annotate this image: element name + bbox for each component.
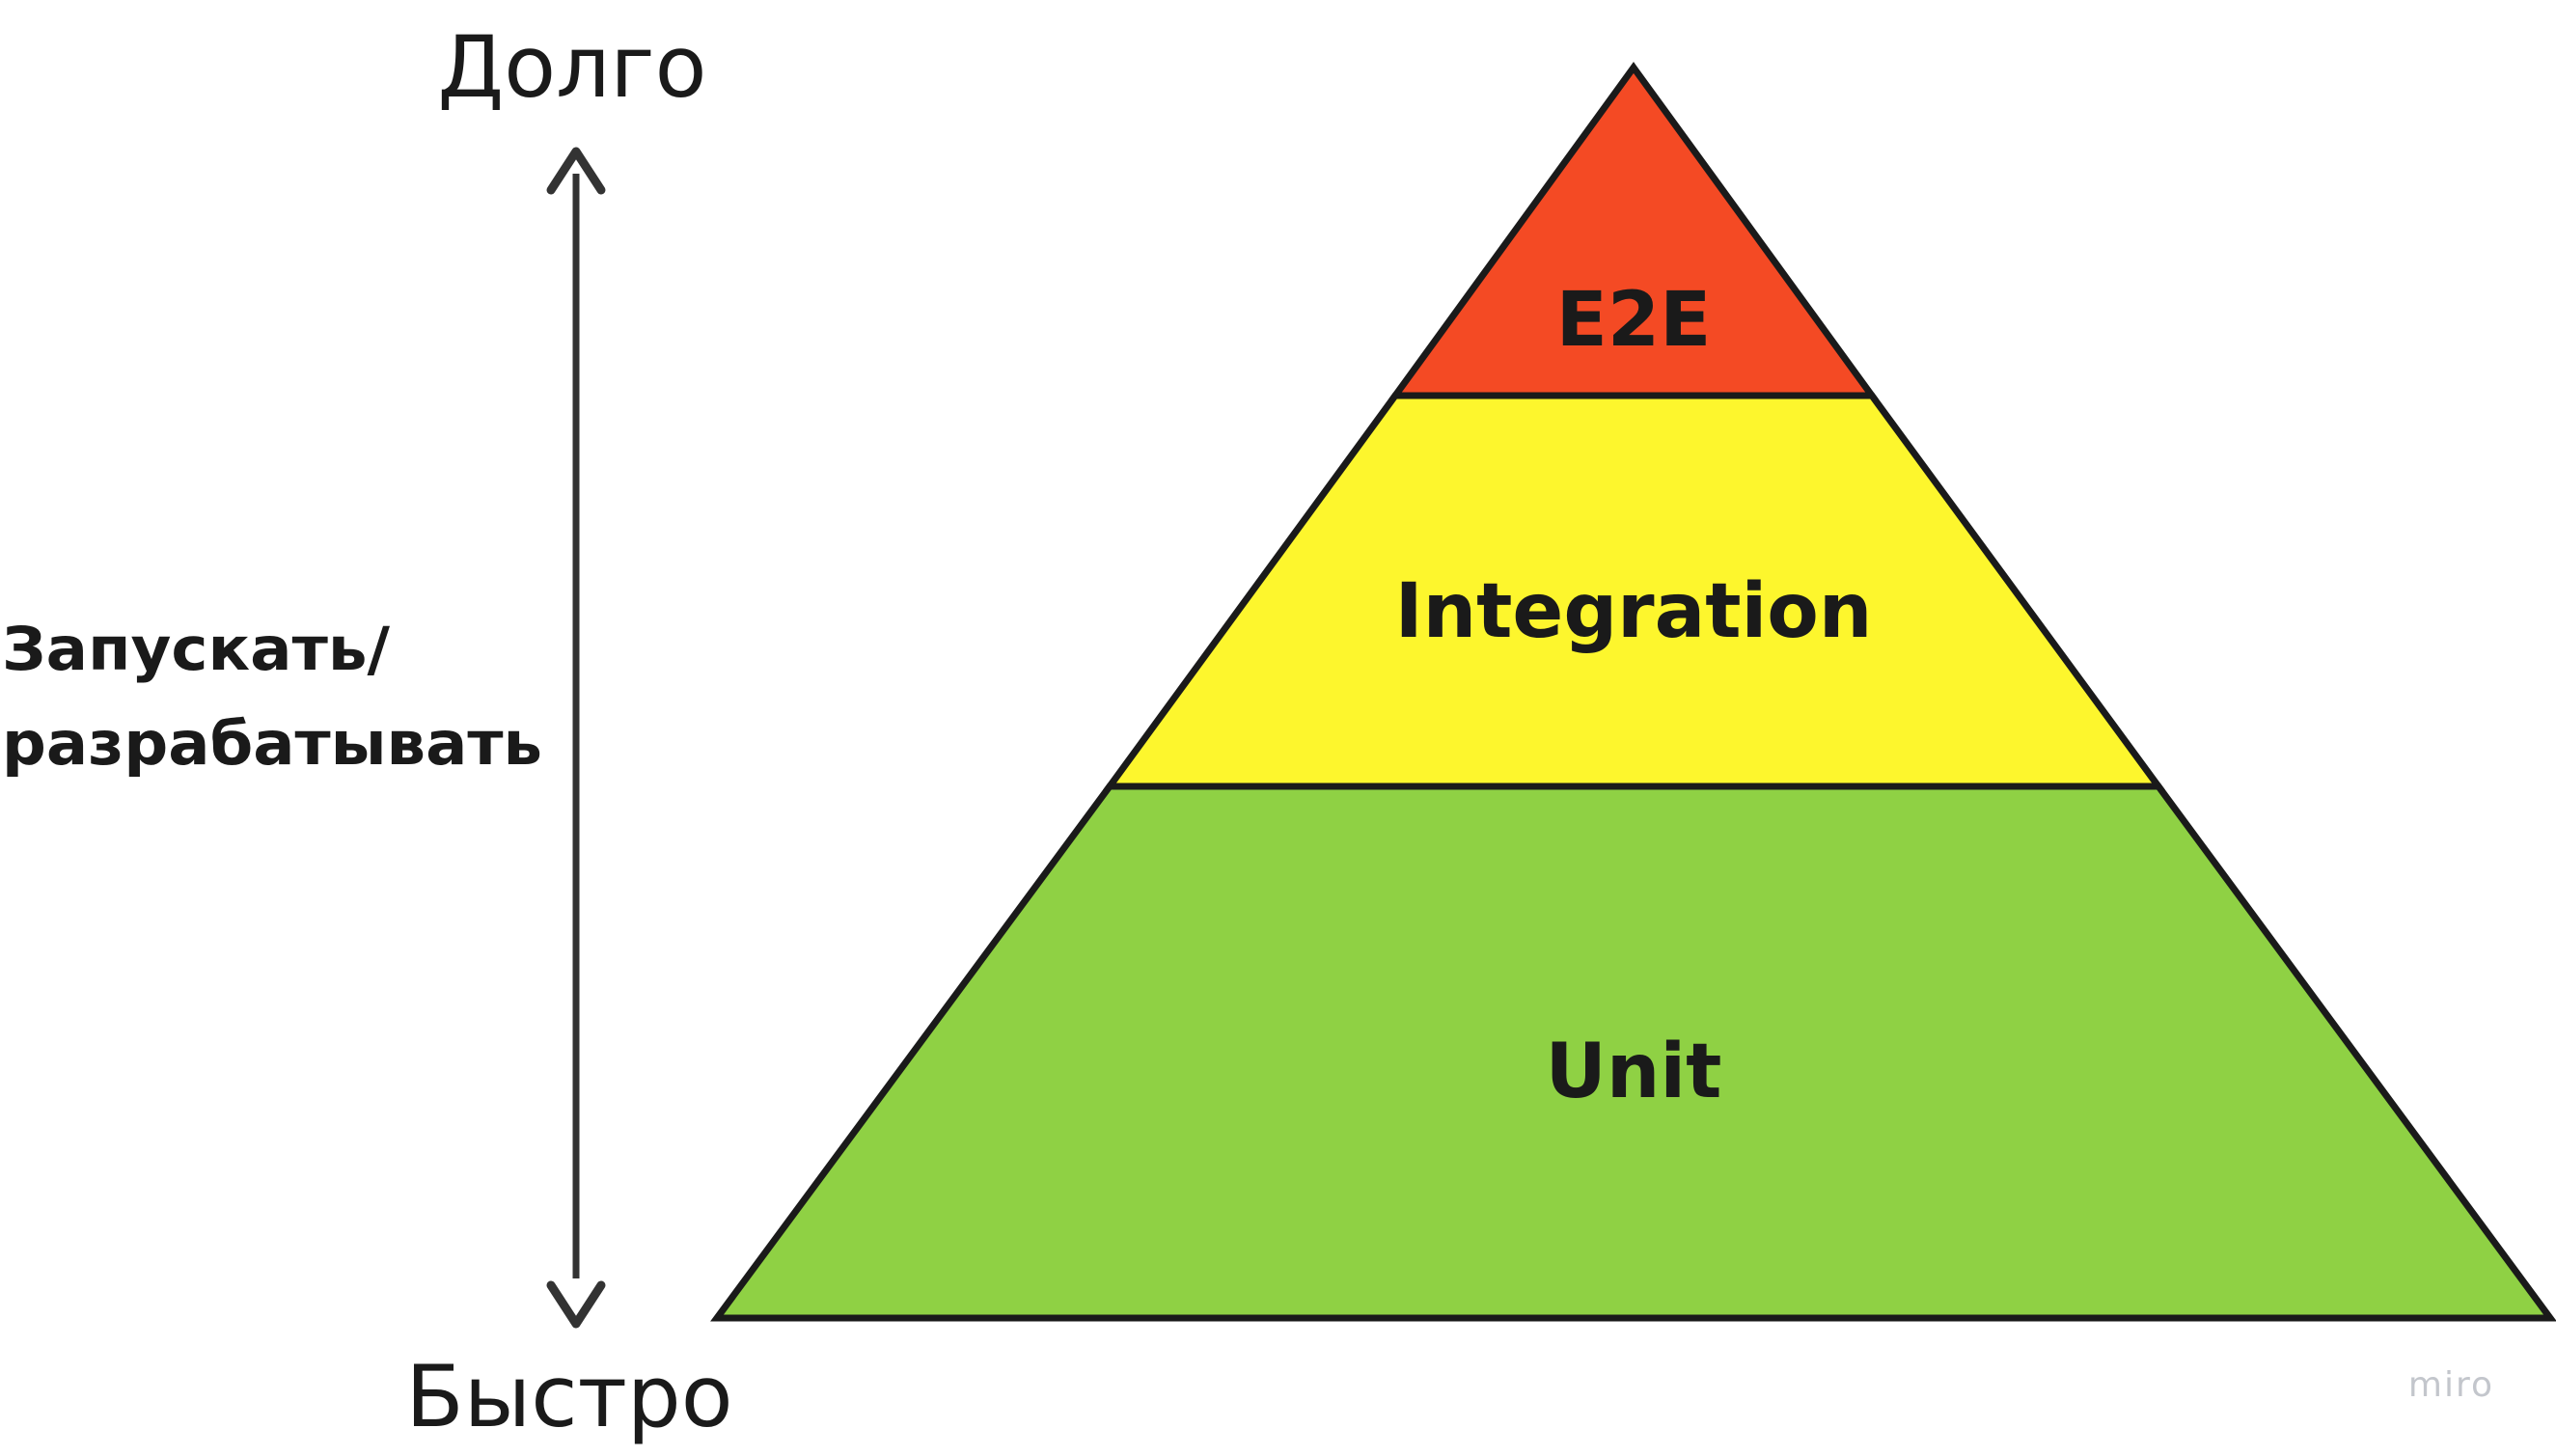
tier-label-e2e: E2E	[1556, 277, 1712, 364]
arrow-head-down-icon	[546, 1280, 606, 1329]
axis-bottom-label: Быстро	[405, 1347, 732, 1446]
side-label-line2: разрабатывать	[2, 708, 542, 779]
tier-label-unit: Unit	[1546, 1029, 1722, 1115]
side-label-line1: Запускать/	[2, 614, 390, 684]
tier-unit	[710, 783, 2556, 1322]
tier-label-integration: Integration	[1395, 568, 1873, 655]
arrow-head-up-icon	[546, 147, 606, 195]
axis-top-label: Долго	[438, 17, 707, 117]
miro-watermark: miro	[2408, 1365, 2494, 1405]
